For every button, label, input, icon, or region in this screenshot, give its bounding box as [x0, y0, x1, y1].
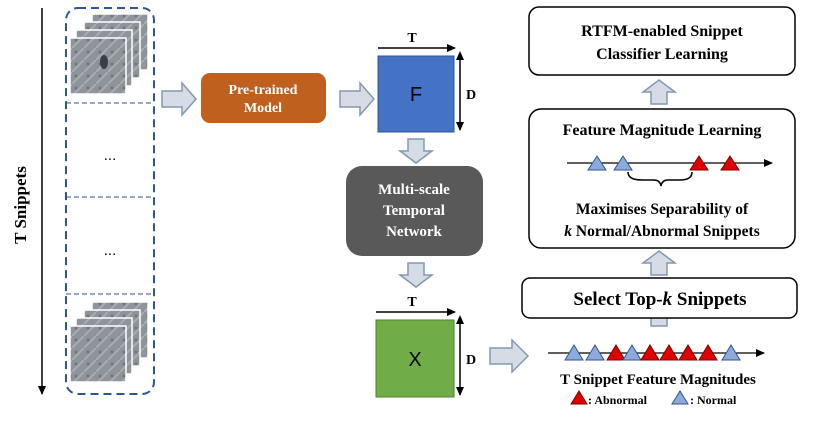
fml-abnormal-2 [720, 155, 740, 171]
arrow-to-mstn [397, 138, 435, 164]
mstn-label-line1: Multi-scale [378, 182, 450, 198]
f-top-label: T [407, 31, 417, 46]
video-frames-bottom [69, 301, 149, 383]
arrow-to-feature-f [339, 81, 375, 117]
video-frames-top [69, 13, 149, 95]
fml-abnormal-1 [689, 155, 709, 171]
select-topk-box [521, 277, 798, 319]
t-snippets-label: T Snippets [11, 166, 30, 244]
legend-abnormal-label: : Abnormal [588, 393, 648, 407]
pretrained-model-box [201, 73, 326, 123]
x-side-label: D [466, 353, 476, 368]
magnitudes-label: T Snippet Feature Magnitudes [560, 372, 756, 388]
x-letter: X [408, 349, 421, 371]
feature-matrix-f [377, 55, 455, 133]
select-topk-label: Select Top-k Snippets [573, 289, 746, 310]
feature-matrix-x [375, 319, 455, 398]
snippet-ellipsis-1: ... [104, 147, 117, 164]
fml-box [528, 108, 796, 249]
arrow-to-rtfm [640, 79, 678, 105]
mstn-box [346, 166, 483, 256]
snippet-column [65, 7, 155, 395]
fml-normal-1 [587, 155, 607, 171]
fml-title: Feature Magnitude Learning [563, 122, 762, 139]
separability-brace [627, 171, 693, 187]
arrow-to-fml [640, 250, 678, 276]
f-side-label: D [466, 88, 476, 103]
arrow-to-feature-x [397, 262, 435, 288]
fml-sub-line1: Maximises Separability of [576, 201, 749, 218]
mstn-label-line3: Network [386, 224, 442, 240]
rtfm-label-line2: Classifier Learning [596, 46, 728, 63]
arrow-to-pretrained [161, 81, 197, 117]
snippet-ellipsis-2: ... [104, 242, 117, 259]
pretrained-label-line1: Pre-trained [229, 83, 298, 98]
legend-normal-label: : Normal [690, 393, 737, 407]
x-top-label: T [407, 295, 417, 310]
legend-abnormal-icon [570, 390, 588, 405]
fml-sub-line2: k Normal/Abnormal Snippets [564, 223, 760, 240]
rtfm-label-line1: RTFM-enabled Snippet [581, 23, 743, 40]
arrow-to-magnitudes [489, 338, 530, 374]
rtfm-box [528, 6, 796, 76]
legend-normal-icon [671, 390, 689, 405]
magnitude-triangles [564, 344, 741, 361]
pretrained-label-line2: Model [244, 101, 282, 116]
fml-normal-2 [613, 155, 633, 171]
f-letter: F [410, 84, 422, 106]
mstn-label-line2: Temporal [383, 203, 445, 219]
